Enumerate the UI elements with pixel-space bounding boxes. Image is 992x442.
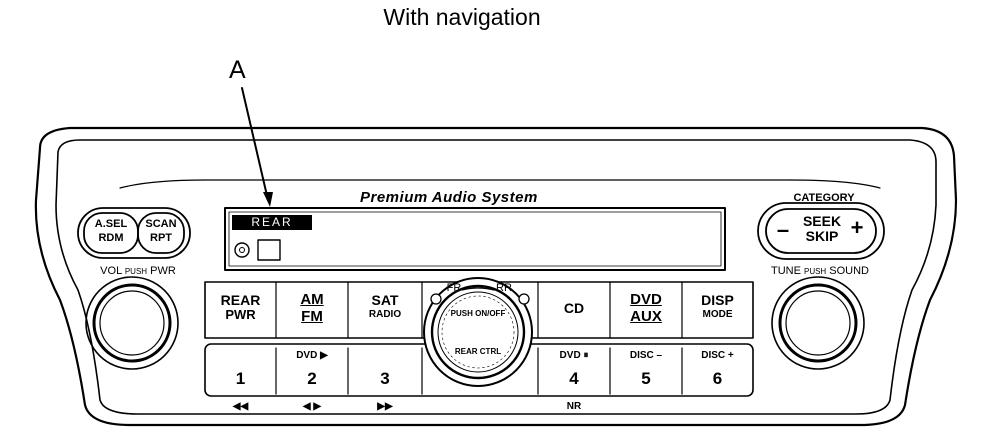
seek-skip-button: [765, 208, 877, 254]
mode-button-bottom[interactable]: MODE: [702, 309, 733, 320]
skip-label[interactable]: SKIP: [805, 228, 839, 244]
volume-knob-bezel: [85, 276, 179, 370]
tune-knob-bezel: [771, 276, 865, 370]
preset-6-label[interactable]: DISC +: [701, 350, 734, 361]
display-window: [224, 207, 726, 271]
preset-4-number[interactable]: 4: [569, 369, 579, 388]
seek-label[interactable]: SEEK: [802, 213, 842, 229]
preset-1-number[interactable]: 1: [235, 369, 246, 388]
sound-label: SOUND: [829, 265, 870, 277]
disp-button-top[interactable]: DISP: [701, 292, 734, 308]
face-right-edge: [789, 179, 881, 189]
seek-housing: [757, 202, 885, 260]
disc-rr-icon: [234, 242, 250, 258]
scan-rpt-button: [137, 212, 185, 254]
sat-button-top[interactable]: SAT: [371, 292, 399, 308]
outer-housing: [34, 126, 958, 427]
face-left-edge: [119, 179, 206, 189]
pwr-label: PWR: [150, 265, 176, 277]
rpt-label[interactable]: RPT: [150, 232, 172, 244]
rear-ctrl-knob-bezel: [423, 277, 533, 387]
radio-button-bottom[interactable]: RADIO: [368, 309, 402, 320]
dvd-button-top[interactable]: DVD: [630, 291, 662, 308]
cd-button[interactable]: CD: [563, 300, 585, 316]
rdm-label[interactable]: RDM: [98, 232, 124, 244]
preset-4-label[interactable]: DVD ⏸: [559, 350, 589, 361]
callout-leader: [241, 87, 269, 201]
preset-5-label[interactable]: DISC –: [629, 350, 663, 361]
seek-minus[interactable]: –: [776, 217, 790, 242]
preset-2-label[interactable]: DVD ▶: [296, 350, 328, 361]
preset-1-below: ◀◀: [232, 401, 249, 412]
asel-label[interactable]: A.SEL: [94, 218, 128, 230]
callout-a-label: A: [229, 56, 246, 84]
fr-label: FR: [446, 282, 462, 294]
diagram-title: With navigation: [383, 4, 541, 30]
vol-push-pwr-label: VOL PUSH PWR: [78, 266, 198, 277]
vol-label: VOL: [100, 265, 122, 277]
rear-ctrl-label[interactable]: REAR CTRL: [454, 347, 502, 356]
scan-label[interactable]: SCAN: [145, 218, 177, 230]
category-label: CATEGORY: [793, 192, 855, 204]
tune-label: TUNE: [770, 265, 801, 277]
preset-3-number[interactable]: 3: [380, 369, 390, 388]
dvd-icon: [257, 239, 281, 261]
rr-label: RR: [496, 282, 512, 294]
am-button-top[interactable]: AM: [300, 291, 324, 308]
preset-5-number[interactable]: 5: [641, 369, 651, 388]
nr-label: NR: [566, 401, 582, 412]
rr-indicator: [518, 293, 530, 305]
left-button-housing: [77, 207, 191, 259]
display-rear-badge: REAR: [232, 215, 312, 230]
pwr-button-bottom[interactable]: PWR: [225, 307, 256, 322]
tune-push-sound-label: TUNE PUSH SOUND: [758, 266, 882, 277]
inner-housing: [55, 139, 937, 415]
push-on-off-label[interactable]: PUSH ON/OFF: [450, 309, 506, 318]
display-inner: [228, 211, 722, 267]
fr-indicator: [430, 293, 442, 305]
seek-plus[interactable]: +: [850, 215, 864, 240]
preset-3-below: ▶▶: [377, 401, 393, 412]
push-label-right: PUSH: [803, 267, 827, 276]
callout-arrowhead: [263, 192, 273, 207]
aux-button-bottom[interactable]: AUX: [630, 308, 662, 325]
rear-button-top[interactable]: REAR: [220, 292, 261, 308]
brand-name: Premium Audio System: [360, 189, 538, 206]
preset-2-below: ◀ ▶: [302, 401, 322, 412]
preset-2-number[interactable]: 2: [307, 369, 317, 388]
fm-button-bottom[interactable]: FM: [301, 308, 323, 325]
volume-knob: [92, 283, 172, 363]
preset-6-number[interactable]: 6: [712, 369, 723, 388]
rear-ctrl-knob: [430, 284, 526, 380]
tune-knob: [778, 283, 858, 363]
push-label: PUSH: [124, 267, 148, 276]
